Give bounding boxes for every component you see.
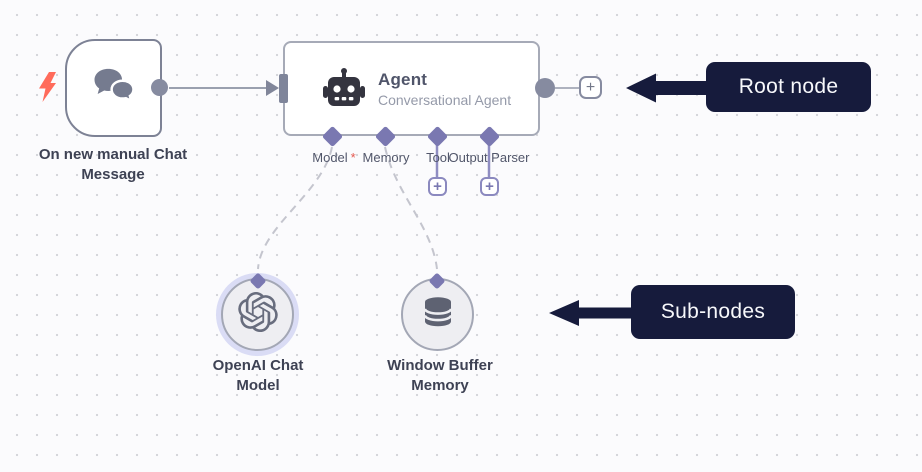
node-openai-chat-model[interactable] bbox=[221, 278, 294, 351]
sub-nodes-arrow bbox=[549, 300, 631, 326]
sub-nodes-annotation: Sub-nodes bbox=[631, 285, 795, 339]
port-label-model: Model* bbox=[312, 150, 356, 165]
openai-node-label: OpenAI Chat Model bbox=[212, 357, 304, 394]
add-node-button[interactable]: + bbox=[579, 76, 602, 99]
window-buffer-node-label: Window Buffer Memory bbox=[387, 357, 493, 394]
node-agent[interactable]: Agent Conversational Agent bbox=[283, 41, 540, 136]
lightning-trigger-icon bbox=[39, 72, 56, 107]
node-window-buffer-memory[interactable] bbox=[401, 278, 474, 351]
database-icon bbox=[420, 294, 456, 335]
agent-subtitle: Conversational Agent bbox=[378, 91, 512, 108]
port-label-memory: Memory bbox=[362, 150, 410, 165]
port-label-tool: Tool bbox=[426, 150, 450, 165]
add-tool-button[interactable]: + bbox=[428, 177, 447, 196]
trigger-node-label: On new manual Chat Message bbox=[18, 145, 208, 185]
root-node-annotation: Root node bbox=[706, 62, 871, 112]
agent-input-port[interactable] bbox=[279, 74, 288, 103]
agent-output-port[interactable] bbox=[535, 78, 555, 98]
port-label-output-parser: Output Parser bbox=[448, 150, 530, 165]
connection-trigger-agent[interactable] bbox=[169, 80, 279, 96]
agent-title: Agent bbox=[378, 69, 428, 89]
trigger-label-line1: On new manual Chat bbox=[38, 146, 188, 163]
connection-memory-dashed[interactable] bbox=[384, 146, 438, 270]
trigger-output-port[interactable] bbox=[151, 79, 168, 96]
chat-bubbles-icon bbox=[91, 67, 137, 110]
add-output-parser-button[interactable]: + bbox=[480, 177, 499, 196]
node-chat-trigger[interactable] bbox=[65, 39, 162, 137]
robot-icon bbox=[322, 67, 366, 111]
openai-icon bbox=[237, 292, 278, 337]
trigger-label-line2: Message bbox=[81, 166, 145, 183]
required-asterisk: * bbox=[350, 150, 356, 165]
connection-model-dashed[interactable] bbox=[257, 146, 333, 270]
root-node-arrow bbox=[626, 73, 706, 103]
